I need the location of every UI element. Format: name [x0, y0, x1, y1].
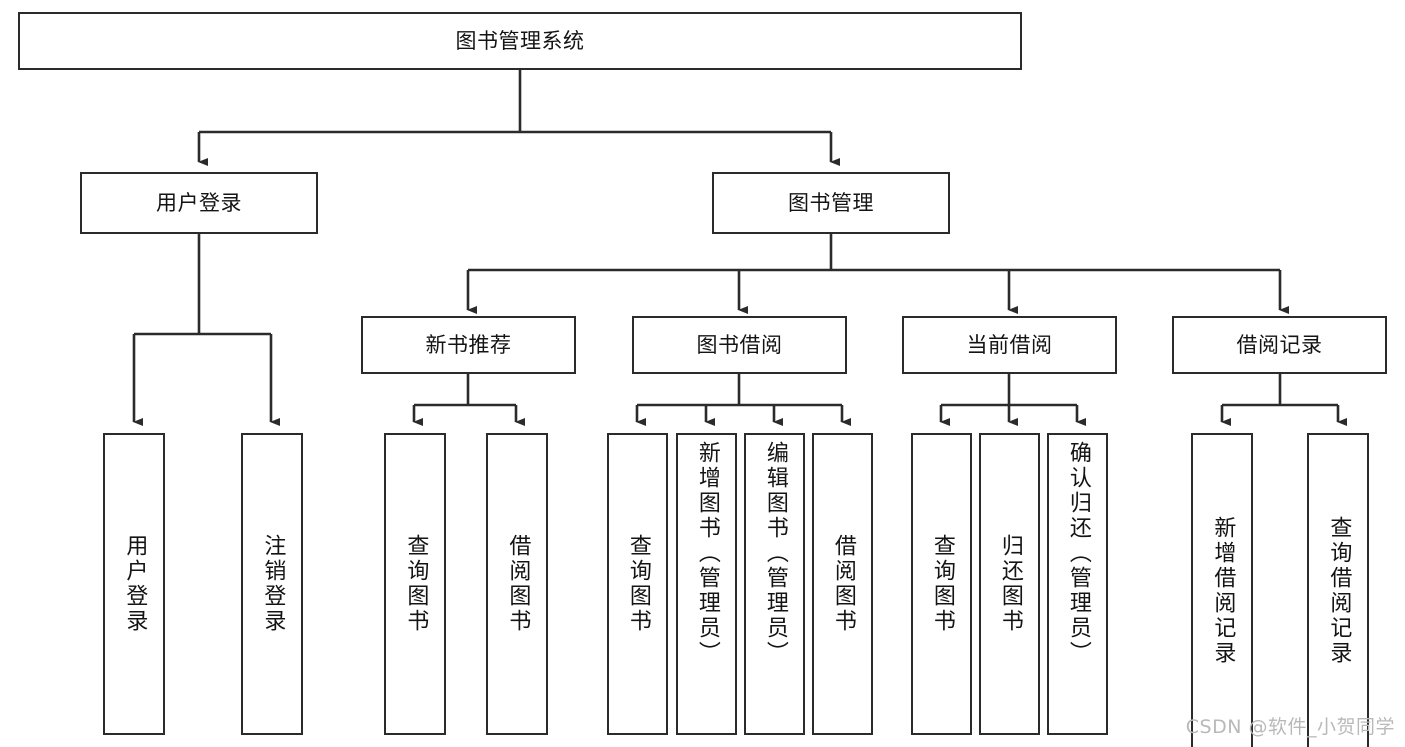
- node-leaf-return-book[interactable]: 归还图书: [979, 433, 1040, 735]
- node-book-management[interactable]: 图书管理: [712, 172, 950, 234]
- node-leaf-query-book-1-label: 查询图书: [403, 534, 429, 634]
- node-leaf-return-book-label: 归还图书: [997, 534, 1023, 634]
- node-leaf-query-book-3-label: 查询图书: [929, 534, 955, 634]
- node-leaf-query-record[interactable]: 查询借阅记录: [1307, 433, 1369, 747]
- node-leaf-query-book-2[interactable]: 查询图书: [607, 433, 668, 735]
- node-leaf-logout-login-label: 注销登录: [260, 534, 286, 634]
- node-leaf-logout-login[interactable]: 注销登录: [241, 433, 303, 735]
- node-new-book-recommend-label: 新书推荐: [425, 332, 512, 357]
- node-leaf-add-book-label: 新增图书（管理员）: [694, 441, 720, 666]
- node-leaf-borrow-book-2[interactable]: 借阅图书: [812, 433, 873, 735]
- node-leaf-query-book-2-label: 查询图书: [625, 534, 651, 634]
- node-leaf-user-login-label: 用户登录: [122, 534, 148, 634]
- node-leaf-add-record[interactable]: 新增借阅记录: [1191, 433, 1253, 747]
- node-leaf-query-record-label: 查询借阅记录: [1326, 516, 1352, 666]
- node-leaf-add-book[interactable]: 新增图书（管理员）: [676, 433, 737, 735]
- csdn-watermark: CSDN @软件_小贺同学: [1185, 716, 1395, 738]
- node-book-borrow[interactable]: 图书借阅: [632, 316, 847, 374]
- node-user-login-label: 用户登录: [156, 190, 242, 215]
- node-root-label: 图书管理系统: [455, 28, 585, 53]
- node-borrow-record-label: 借阅记录: [1236, 332, 1323, 357]
- node-leaf-borrow-book-1-label: 借阅图书: [505, 534, 531, 634]
- node-current-borrow[interactable]: 当前借阅: [902, 316, 1117, 374]
- node-current-borrow-label: 当前借阅: [966, 332, 1053, 357]
- node-leaf-query-book-1[interactable]: 查询图书: [384, 433, 446, 735]
- node-leaf-add-record-label: 新增借阅记录: [1210, 516, 1236, 666]
- node-book-borrow-label: 图书借阅: [696, 332, 783, 357]
- node-leaf-user-login[interactable]: 用户登录: [103, 433, 165, 735]
- node-leaf-confirm-return[interactable]: 确认归还（管理员）: [1047, 433, 1108, 735]
- node-borrow-record[interactable]: 借阅记录: [1172, 316, 1387, 374]
- node-leaf-borrow-book-1[interactable]: 借阅图书: [486, 433, 548, 735]
- node-leaf-confirm-return-label: 确认归还（管理员）: [1065, 441, 1091, 666]
- node-new-book-recommend[interactable]: 新书推荐: [361, 316, 576, 374]
- node-leaf-edit-book[interactable]: 编辑图书（管理员）: [744, 433, 805, 735]
- node-leaf-edit-book-label: 编辑图书（管理员）: [762, 441, 788, 666]
- node-leaf-borrow-book-2-label: 借阅图书: [830, 534, 856, 634]
- node-leaf-query-book-3[interactable]: 查询图书: [911, 433, 972, 735]
- node-user-login[interactable]: 用户登录: [80, 172, 318, 234]
- node-root[interactable]: 图书管理系统: [18, 12, 1022, 70]
- node-book-management-label: 图书管理: [788, 190, 874, 215]
